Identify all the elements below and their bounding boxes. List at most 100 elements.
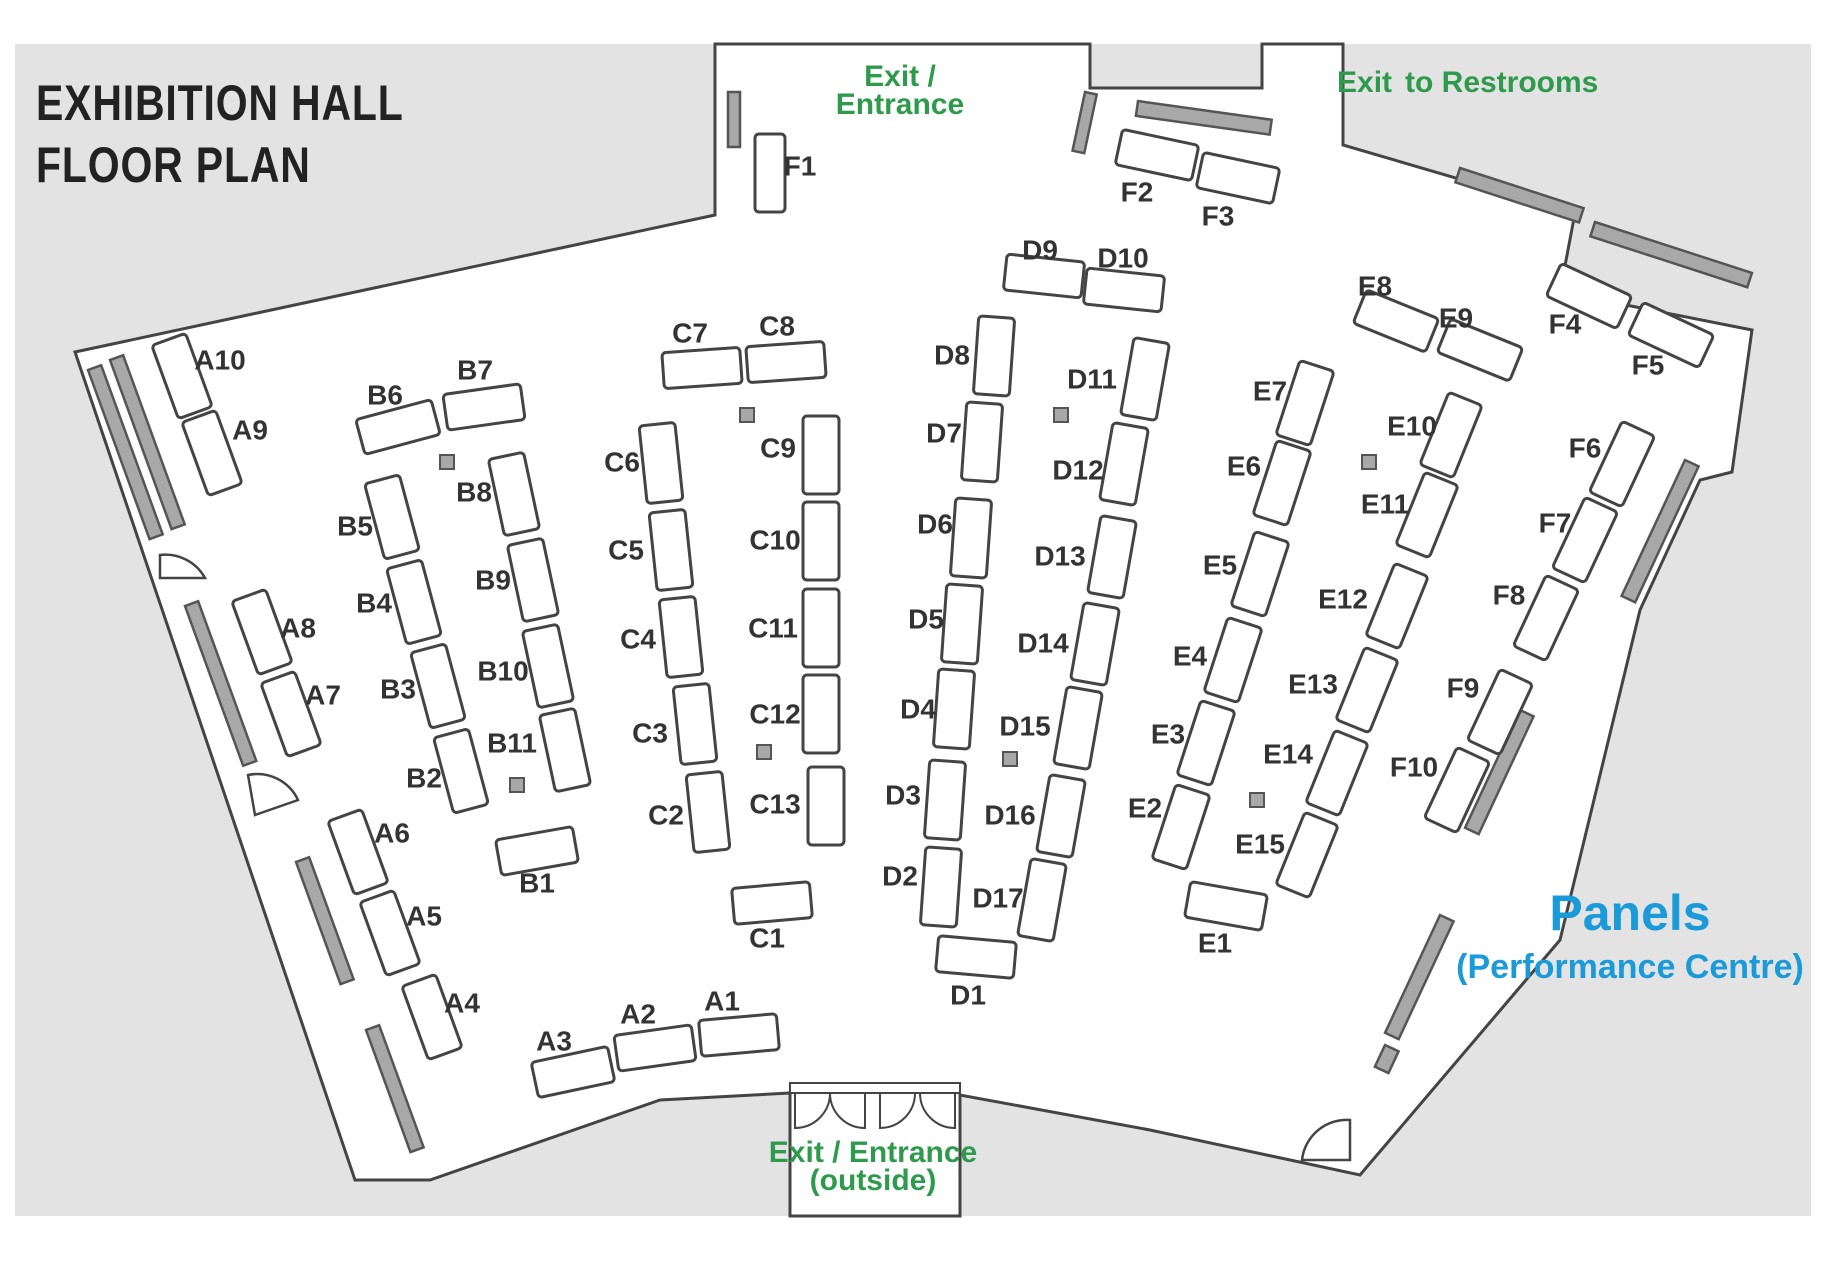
booth-e1[interactable]: E1: [1183, 880, 1269, 959]
booth-b11[interactable]: B11: [487, 707, 592, 793]
booth-table[interactable]: [1305, 729, 1369, 817]
booth-e6[interactable]: E6: [1227, 439, 1312, 527]
booth-table[interactable]: [1419, 391, 1483, 479]
booth-d6[interactable]: D6: [917, 496, 993, 580]
booth-a3[interactable]: A3: [530, 1025, 616, 1099]
booth-table[interactable]: [1395, 471, 1459, 559]
booth-c12[interactable]: C12: [749, 673, 841, 755]
booth-table[interactable]: [231, 588, 293, 676]
booth-b8[interactable]: B8: [456, 451, 541, 537]
booth-f6[interactable]: F6: [1569, 420, 1655, 508]
booth-d9[interactable]: D9: [1002, 234, 1086, 300]
booth-c5[interactable]: C5: [608, 508, 695, 592]
booth-table[interactable]: [1589, 420, 1655, 508]
booth-f7[interactable]: F7: [1539, 496, 1618, 584]
booth-table[interactable]: [940, 582, 984, 666]
booth-table[interactable]: [409, 643, 467, 729]
booth-b1[interactable]: B1: [494, 825, 580, 899]
booth-table[interactable]: [432, 728, 490, 814]
booth-a10[interactable]: A10: [151, 332, 246, 420]
booth-table[interactable]: [521, 623, 575, 709]
booth-f1[interactable]: F1: [753, 132, 816, 214]
booth-table[interactable]: [487, 451, 541, 537]
booth-table[interactable]: [359, 889, 421, 977]
booth-table[interactable]: [363, 474, 421, 560]
side-door-right[interactable]: [1300, 1118, 1352, 1162]
side-door-upper[interactable]: [158, 553, 208, 580]
booth-table[interactable]: [753, 132, 787, 214]
side-door-lower[interactable]: [246, 772, 300, 817]
booth-table[interactable]: [1151, 783, 1211, 871]
booth-table[interactable]: [923, 758, 967, 842]
booth-e14[interactable]: E14: [1263, 729, 1369, 817]
booth-e2[interactable]: E2: [1128, 783, 1211, 871]
booth-e4[interactable]: E4: [1173, 616, 1263, 704]
booth-table[interactable]: [744, 340, 828, 384]
booth-table[interactable]: [637, 421, 685, 505]
booth-table[interactable]: [1098, 421, 1150, 507]
booth-e8[interactable]: E8: [1352, 270, 1440, 353]
booth-f3[interactable]: F3: [1195, 151, 1281, 231]
booth-d16[interactable]: D16: [984, 773, 1087, 859]
booth-f10[interactable]: F10: [1390, 746, 1490, 834]
booth-table[interactable]: [1086, 514, 1138, 600]
booth-d12[interactable]: D12: [1052, 421, 1150, 507]
booth-table[interactable]: [1203, 616, 1263, 704]
booth-table[interactable]: [538, 707, 592, 793]
booth-c6[interactable]: C6: [604, 421, 685, 505]
booth-a2[interactable]: A2: [612, 998, 698, 1073]
booth-d2[interactable]: D2: [882, 845, 963, 929]
booth-table[interactable]: [612, 1023, 698, 1073]
booth-e3[interactable]: E3: [1151, 699, 1236, 787]
booth-table[interactable]: [1082, 266, 1166, 314]
booth-f4[interactable]: F4: [1545, 263, 1633, 339]
booth-table[interactable]: [181, 409, 243, 497]
booth-table[interactable]: [1545, 263, 1633, 329]
booth-a6[interactable]: A6: [327, 808, 410, 896]
booth-table[interactable]: [385, 559, 443, 645]
booth-table[interactable]: [1035, 773, 1087, 859]
booth-b6[interactable]: B6: [355, 379, 441, 456]
booth-table[interactable]: [1069, 601, 1121, 687]
booth-table[interactable]: [647, 508, 695, 592]
booth-table[interactable]: [1335, 646, 1399, 734]
booth-table[interactable]: [327, 808, 389, 896]
booth-e7[interactable]: E7: [1253, 359, 1335, 447]
booth-c10[interactable]: C10: [749, 500, 841, 582]
booth-b4[interactable]: B4: [356, 559, 443, 645]
booth-table[interactable]: [1252, 439, 1312, 527]
booth-d7[interactable]: D7: [926, 400, 1004, 484]
booth-b5[interactable]: B5: [337, 474, 421, 560]
booth-table[interactable]: [801, 414, 841, 496]
booth-d17[interactable]: D17: [972, 857, 1068, 943]
booth-b9[interactable]: B9: [475, 537, 560, 623]
booth-c9[interactable]: C9: [760, 414, 841, 496]
booth-a9[interactable]: A9: [181, 409, 268, 497]
booth-e13[interactable]: E13: [1288, 646, 1399, 734]
booth-a5[interactable]: A5: [359, 889, 442, 977]
booth-table[interactable]: [1513, 574, 1579, 662]
booth-table[interactable]: [801, 673, 841, 755]
booth-e15[interactable]: E15: [1235, 811, 1339, 899]
booth-c2[interactable]: C2: [648, 770, 732, 854]
booth-d3[interactable]: D3: [885, 758, 967, 842]
booth-table[interactable]: [1552, 496, 1618, 584]
booth-e5[interactable]: E5: [1203, 530, 1290, 618]
booth-e10[interactable]: E10: [1387, 391, 1483, 479]
booth-table[interactable]: [1016, 857, 1068, 943]
booth-c8[interactable]: C8: [744, 310, 828, 384]
booth-table[interactable]: [801, 587, 841, 669]
booth-table[interactable]: [1275, 359, 1335, 447]
booth-table[interactable]: [1275, 811, 1339, 899]
booth-table[interactable]: [1183, 880, 1269, 932]
booth-table[interactable]: [260, 670, 322, 758]
booth-c1[interactable]: C1: [730, 880, 814, 954]
booth-table[interactable]: [697, 1012, 781, 1058]
booth-d1[interactable]: D1: [934, 934, 1018, 1011]
booth-table[interactable]: [1195, 151, 1281, 205]
booth-d10[interactable]: D10: [1082, 242, 1166, 314]
booth-f5[interactable]: F5: [1627, 302, 1715, 380]
booth-a1[interactable]: A1: [697, 985, 781, 1058]
booth-d14[interactable]: D14: [1017, 601, 1121, 687]
booth-c3[interactable]: C3: [632, 682, 719, 766]
